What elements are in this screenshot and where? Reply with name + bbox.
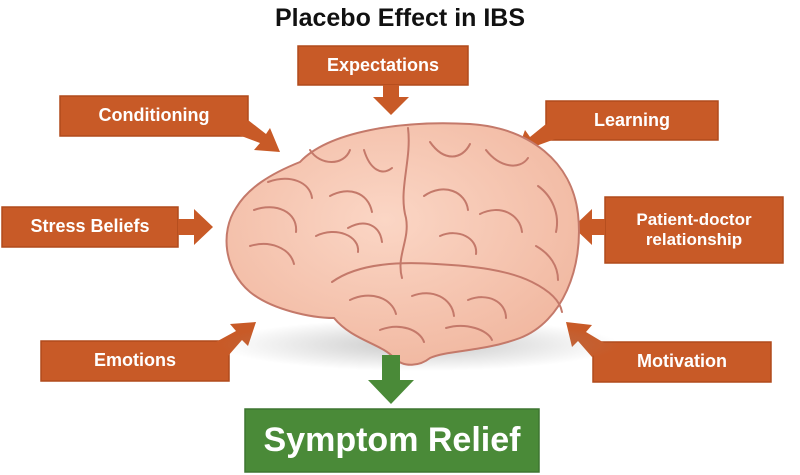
label-stress-beliefs: Stress Beliefs bbox=[30, 216, 150, 237]
label-conditioning: Conditioning bbox=[98, 105, 210, 126]
result-box bbox=[244, 408, 540, 473]
arrow-stress-beliefs bbox=[1, 206, 213, 248]
arrow-emotions bbox=[40, 322, 256, 382]
label-motivation: Motivation bbox=[637, 351, 727, 372]
label-learning: Learning bbox=[593, 109, 670, 130]
label-symptom-relief: Symptom Relief bbox=[263, 421, 521, 460]
label-patient-doctor-line2: relationship bbox=[645, 230, 743, 249]
arrow-patient-doctor bbox=[573, 196, 784, 264]
brain-icon bbox=[225, 122, 580, 366]
diagram-title: Placebo Effect in IBS bbox=[274, 4, 526, 32]
label-emotions: Emotions bbox=[93, 350, 176, 371]
arrow-to-result bbox=[368, 355, 414, 404]
label-patient-doctor-line1: Patient-doctor bbox=[636, 209, 752, 229]
label-expectations: Expectations bbox=[326, 54, 440, 75]
label-patient-doctor: Patient-doctor relationship bbox=[605, 197, 783, 263]
arrow-conditioning bbox=[59, 95, 280, 152]
arrow-expectations bbox=[297, 45, 469, 115]
